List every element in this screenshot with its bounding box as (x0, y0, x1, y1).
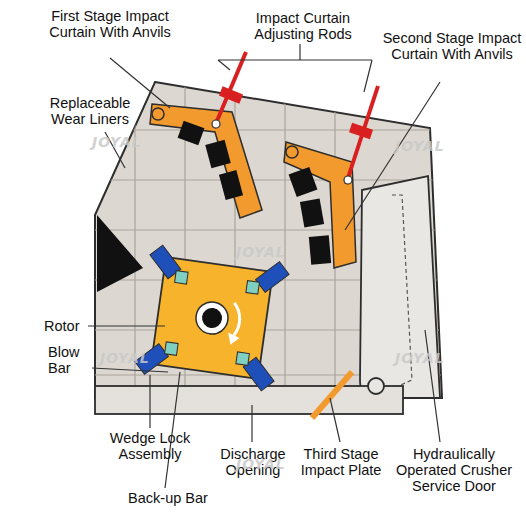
part-label: Rotor (44, 318, 94, 334)
pivot (212, 120, 220, 128)
watermark: JOYAL (92, 134, 172, 150)
first-stage-curtain (150, 104, 262, 218)
second-stage-curtain (284, 142, 356, 268)
watermark: JOYAL (395, 138, 475, 154)
part-label: Third Stage Impact Plate (295, 446, 387, 478)
anvils (289, 167, 332, 265)
part-label: Blow Bar (48, 344, 98, 376)
pivot (152, 108, 164, 120)
part-label: Impact Curtain Adjusting Rods (228, 10, 378, 42)
part-label: Wedge Lock Assembly (100, 430, 200, 462)
part-label: Hydraulically Operated Crusher Service D… (392, 446, 516, 494)
part-label: Replaceable Wear Liners (40, 95, 140, 127)
feed-wedge (97, 215, 143, 292)
watermark: JOYAL (100, 350, 180, 366)
door-hinge (368, 378, 384, 394)
third-stage-plate (312, 372, 352, 418)
rotor (133, 244, 290, 393)
anvils (178, 121, 243, 200)
leader-line (88, 44, 440, 488)
adjusting-rod (214, 52, 378, 184)
watermark: JOYAL (236, 244, 316, 260)
watermark: JOYAL (395, 350, 475, 366)
crusher-base (95, 386, 403, 414)
part-label: First Stage Impact Curtain With Anvils (40, 8, 180, 40)
part-label: Back-up Bar (118, 490, 218, 506)
pivot (344, 176, 352, 184)
pivot (286, 146, 298, 158)
part-label: Second Stage Impact Curtain With Anvils (382, 30, 522, 62)
watermark: JOYAL (236, 456, 316, 472)
